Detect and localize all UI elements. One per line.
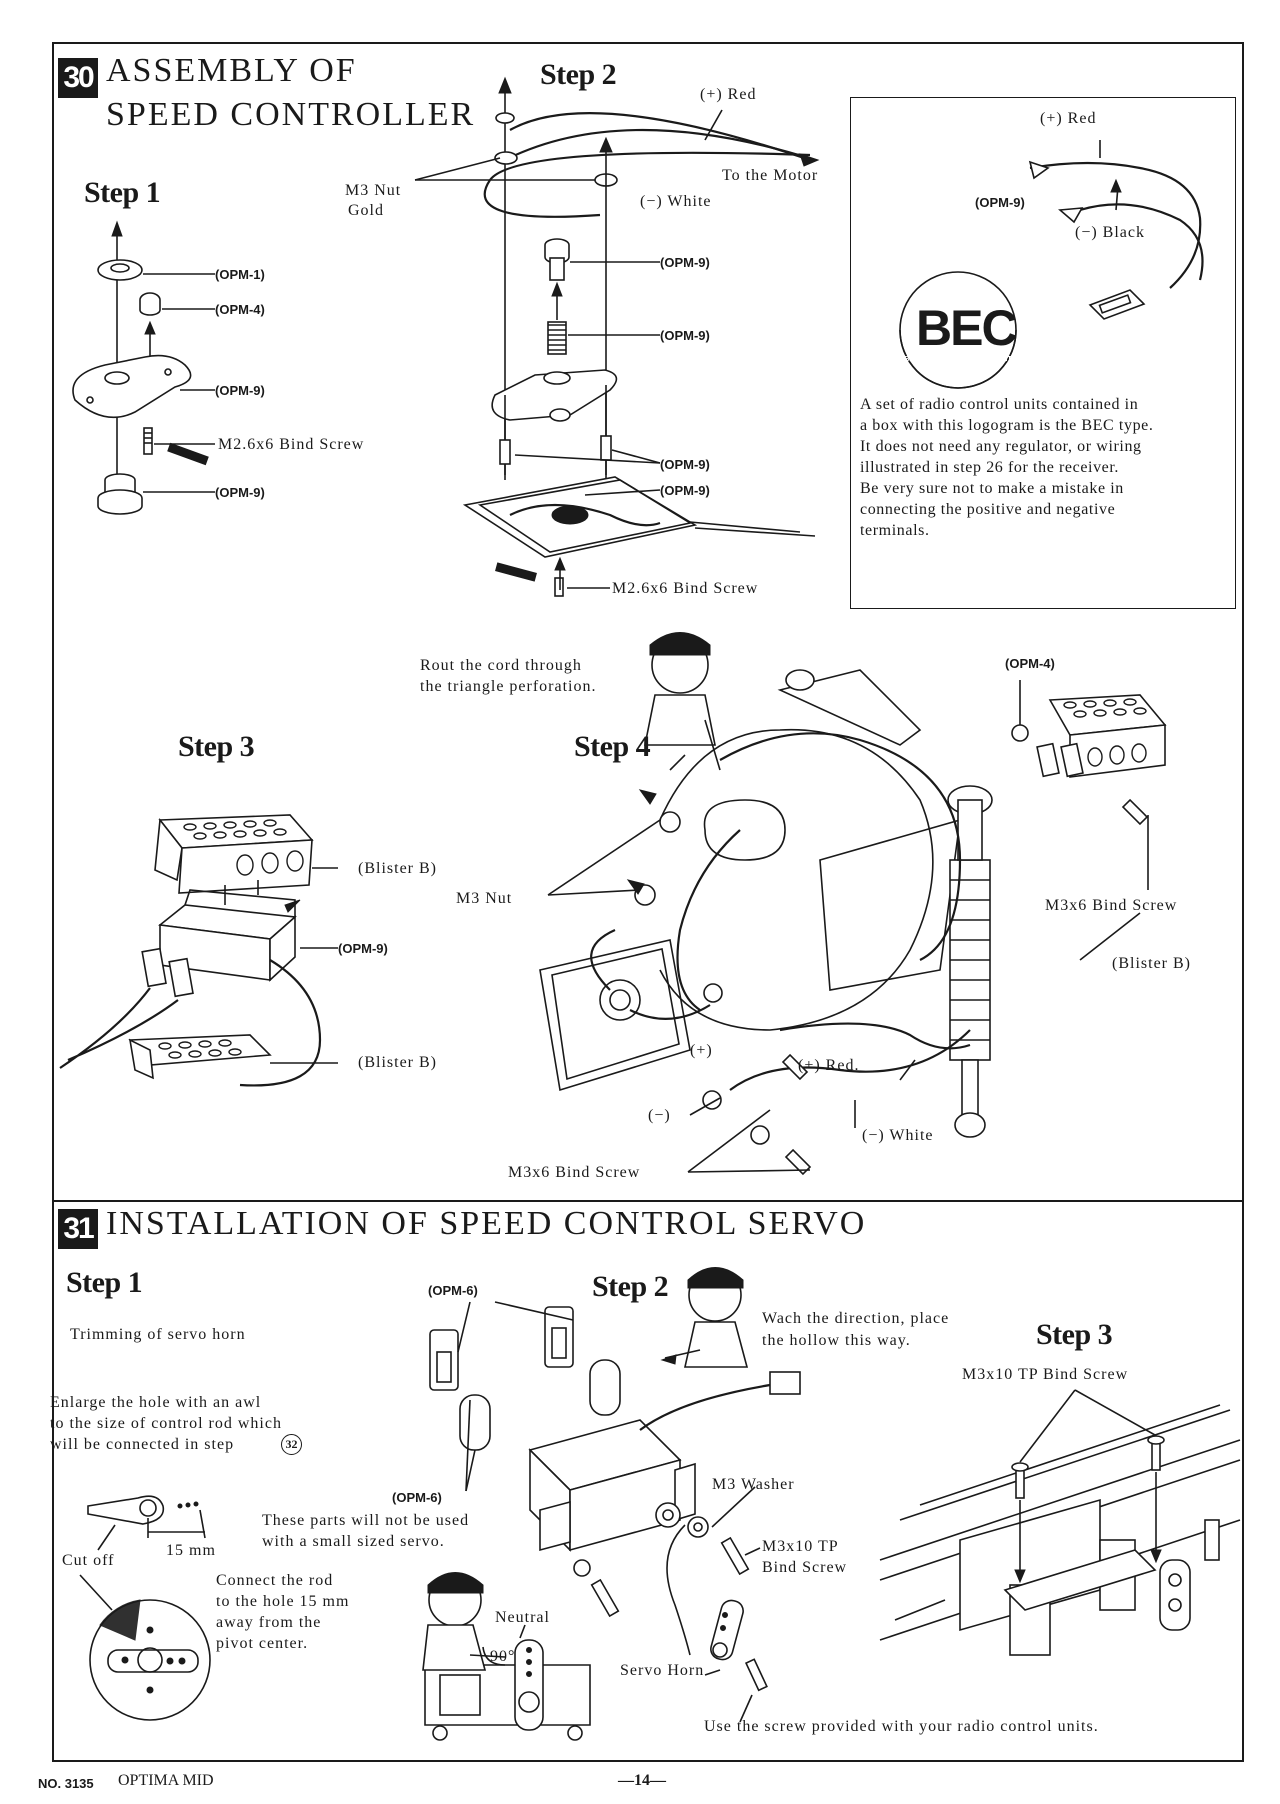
step-title: Step 4 bbox=[574, 730, 651, 763]
servo-mount-art bbox=[422, 1267, 801, 1741]
model-name: OPTIMA MID bbox=[118, 1772, 214, 1789]
rout-note: the triangle perforation. bbox=[420, 678, 597, 695]
step-title: Step 1 bbox=[84, 176, 161, 209]
section-title-line2: SPEED CONTROLLER bbox=[106, 96, 476, 133]
not-used-note: These parts will not be used bbox=[262, 1512, 470, 1529]
to-motor-label: To the Motor bbox=[722, 167, 819, 184]
dimension-label: 15 mm bbox=[166, 1542, 216, 1559]
bec-logo bbox=[899, 271, 1017, 389]
bec-wire-art bbox=[1028, 140, 1204, 320]
part-label: (OPM-4) bbox=[215, 302, 265, 317]
part-label: (OPM-6) bbox=[428, 1283, 478, 1298]
angle-label: 90° bbox=[490, 1648, 516, 1665]
bec-info-box bbox=[850, 97, 1236, 609]
section-number-30: 30 bbox=[58, 58, 98, 98]
screw-label: M2.6x6 Bind Screw bbox=[612, 580, 759, 597]
screw-label: M3x6 Bind Screw bbox=[1045, 897, 1178, 914]
radio-screw-note: Use the screw provided with your radio c… bbox=[704, 1718, 1099, 1735]
part-label: (OPM-4) bbox=[1005, 656, 1055, 671]
wire-label-plus-red: (+) Red bbox=[700, 86, 757, 103]
part-label: (OPM-6) bbox=[392, 1490, 442, 1505]
connect-note: away from the bbox=[216, 1614, 322, 1631]
trim-note: Trimming of servo horn bbox=[70, 1326, 246, 1343]
part-label: (OPM-9) bbox=[660, 457, 710, 472]
wire-label-minus-white: (−) White bbox=[862, 1127, 934, 1144]
screw-label: M3x10 TP bbox=[762, 1538, 839, 1555]
part-label: (OPM-9) bbox=[215, 485, 265, 500]
page-number: —14— bbox=[618, 1772, 666, 1789]
wire-label-minus-black: (−) Black bbox=[1075, 224, 1145, 241]
screw-label: M2.6x6 Bind Screw bbox=[218, 436, 365, 453]
step2-exploded-parts bbox=[414, 76, 820, 597]
nut-label-gold: Gold bbox=[348, 202, 384, 219]
page-frame bbox=[52, 42, 1244, 1762]
step3-bracket-art bbox=[59, 814, 338, 1087]
direction-note: Wach the direction, place bbox=[762, 1310, 950, 1327]
blister-label: (Blister B) bbox=[358, 860, 437, 877]
connect-note: pivot center. bbox=[216, 1635, 309, 1652]
connect-note: Connect the rod bbox=[216, 1572, 334, 1589]
step-title: Step 2 bbox=[540, 58, 617, 91]
wire-label-plus-red: (+) Red bbox=[1040, 110, 1097, 127]
part-label: (OPM-9) bbox=[660, 483, 710, 498]
servo-chassis-art bbox=[879, 1389, 1241, 1656]
rout-note: Rout the cord through bbox=[420, 657, 582, 674]
bec-note-text: A set of radio control units contained i… bbox=[860, 396, 1154, 539]
step-title: Step 3 bbox=[178, 730, 255, 763]
step-ref-badge: 32 bbox=[281, 1434, 302, 1455]
cut-off-label: Cut off bbox=[62, 1552, 115, 1569]
part-label: (OPM-1) bbox=[215, 267, 265, 282]
servo-horn-art bbox=[79, 1495, 211, 1721]
blister-label: (Blister B) bbox=[358, 1054, 437, 1071]
blister-label: (Blister B) bbox=[1112, 955, 1191, 972]
wire-label-minus-white: (−) White bbox=[640, 193, 712, 210]
direction-note: the hollow this way. bbox=[762, 1332, 911, 1349]
nut-label: M3 Nut bbox=[345, 182, 402, 199]
washer-label: M3 Washer bbox=[712, 1476, 795, 1493]
screw-label: M3x6 Bind Screw bbox=[508, 1164, 641, 1181]
part-label: (OPM-9) bbox=[338, 941, 388, 956]
part-label: (OPM-9) bbox=[975, 195, 1025, 210]
section-title-line1: ASSEMBLY OF bbox=[106, 52, 357, 89]
enlarge-note: Enlarge the hole with an awl bbox=[50, 1394, 262, 1411]
not-used-note: with a small sized servo. bbox=[262, 1533, 445, 1550]
servo-horn-label: Servo Horn bbox=[620, 1662, 705, 1679]
step1-exploded-parts bbox=[72, 220, 215, 515]
section-divider bbox=[52, 1200, 1244, 1202]
step4-chassis-art bbox=[539, 632, 1167, 1176]
enlarge-note: will be connected in step bbox=[50, 1436, 235, 1453]
part-label: (OPM-9) bbox=[660, 328, 710, 343]
step-title: Step 3 bbox=[1036, 1318, 1113, 1351]
section-title: INSTALLATION OF SPEED CONTROL SERVO bbox=[106, 1205, 867, 1242]
screw-label: M3x10 TP Bind Screw bbox=[962, 1366, 1129, 1383]
model-number: NO. 3135 bbox=[38, 1776, 94, 1791]
enlarge-note: to the size of control rod which bbox=[50, 1415, 282, 1432]
step-title: Step 2 bbox=[592, 1270, 669, 1303]
bec-logo-ring: BATTERY ELIMINATOR CIRCUIT bbox=[904, 356, 1012, 363]
bec-logo-text: BEC bbox=[916, 300, 1018, 356]
minus-label: (−) bbox=[648, 1107, 671, 1124]
neutral-label: Neutral bbox=[495, 1609, 550, 1626]
connect-note: to the hole 15 mm bbox=[216, 1593, 350, 1610]
screw-label: Bind Screw bbox=[762, 1559, 848, 1576]
part-label: (OPM-9) bbox=[215, 383, 265, 398]
plus-label: (+) bbox=[690, 1042, 713, 1059]
step-title: Step 1 bbox=[66, 1266, 143, 1299]
wire-label-plus-red: (+) Red. bbox=[798, 1057, 860, 1074]
section-number-31: 31 bbox=[58, 1209, 98, 1249]
part-label: (OPM-9) bbox=[660, 255, 710, 270]
nut-label: M3 Nut bbox=[456, 890, 513, 907]
